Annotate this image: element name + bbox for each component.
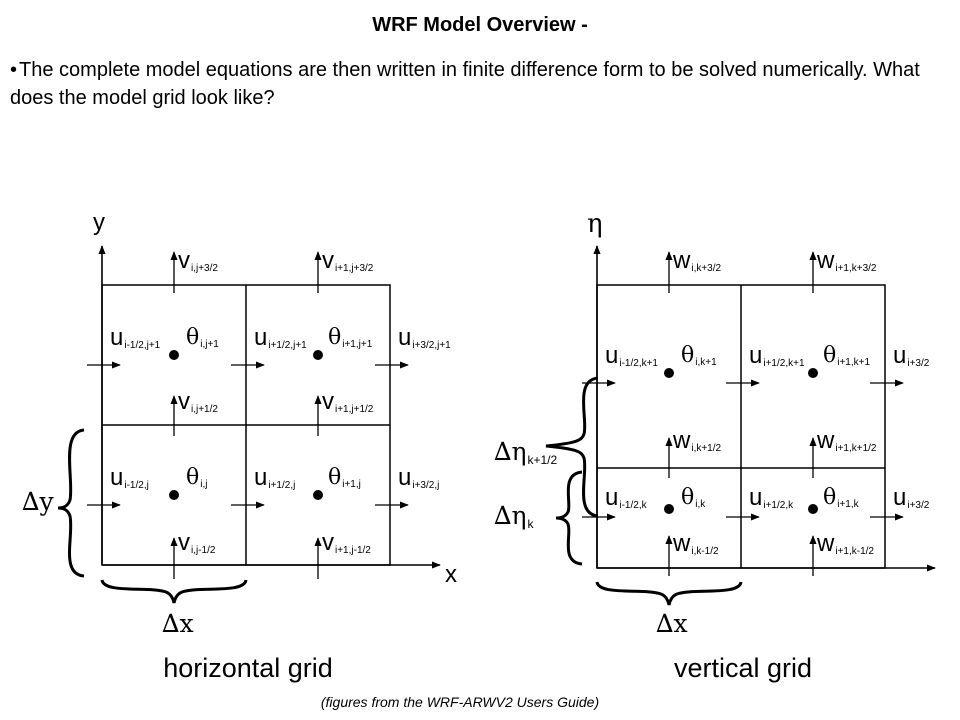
y-axis-label: y xyxy=(93,209,105,236)
var-label: θi,j xyxy=(186,465,207,490)
var-label: ui+1/2,j xyxy=(254,464,295,491)
eta-axis-label: η xyxy=(587,209,603,239)
var-label: vi+1,j+1/2 xyxy=(322,388,374,415)
var-label: ui+1/2,k+1 xyxy=(749,342,805,369)
dy-brace xyxy=(57,428,85,578)
vertical-grid-diagram: η wi,k+3/2 wi+1,k+3/2 ui-1/2,k+1 θi,k+1 … xyxy=(494,209,936,683)
var-label: ui+1/2,k xyxy=(749,484,794,511)
dy-label: ∆y xyxy=(22,487,54,516)
var-label: vi,j+3/2 xyxy=(178,247,218,274)
dx-brace xyxy=(100,579,248,604)
var-label: vi+1,j+3/2 xyxy=(322,247,374,274)
var-label: wi,k+1/2 xyxy=(672,427,722,454)
deta-k-brace xyxy=(555,470,583,566)
var-label: vi,j-1/2 xyxy=(178,529,216,556)
dx-label: ∆x xyxy=(656,609,688,638)
var-label: wi,k+3/2 xyxy=(672,247,722,274)
var-label: ui+1/2,j+1 xyxy=(254,324,307,351)
var-label: ui+3/2,j xyxy=(398,464,439,491)
figure-caption: (figures from the WRF-ARWV2 Users Guide) xyxy=(320,694,600,710)
horizontal-grid-diagram: y x vi,j+3/2 vi+1,j+3/2 ui-1/2,j+1 θi,j+… xyxy=(22,209,457,683)
var-label: ui+3/2 xyxy=(893,342,930,369)
theta-point xyxy=(169,490,179,500)
var-label: θi+1,k+1 xyxy=(823,343,870,368)
var-label: wi+1,k+1/2 xyxy=(816,427,877,454)
horizontal-grid-label: horizontal grid xyxy=(163,653,333,683)
deta-k12-label: ∆ηk+1/2 xyxy=(494,437,557,467)
bullet-point: •The complete model equations are then w… xyxy=(10,56,940,112)
var-label: θi,k+1 xyxy=(681,343,717,368)
var-label: θi,k xyxy=(681,485,706,510)
var-label: θi+1,k xyxy=(823,485,860,510)
bullet-marker: • xyxy=(10,59,18,81)
var-label: θi+1,j xyxy=(328,465,361,490)
vertical-grid-label: vertical grid xyxy=(674,653,812,683)
x-axis-label: x xyxy=(445,561,457,588)
deta-k-label: ∆ηk xyxy=(494,501,534,531)
var-label: vi+1,j-1/2 xyxy=(322,529,371,556)
bullet-text: The complete model equations are then wr… xyxy=(10,59,920,109)
var-label: θi,j+1 xyxy=(186,325,219,350)
theta-point xyxy=(664,504,674,514)
theta-point xyxy=(169,350,179,360)
var-label: vi,j+1/2 xyxy=(178,388,218,415)
theta-point xyxy=(313,350,323,360)
dx-label: ∆x xyxy=(162,609,194,638)
var-label: ui-1/2,k+1 xyxy=(605,342,658,369)
var-label: θi+1,j+1 xyxy=(328,325,373,350)
slide-title: WRF Model Overview - xyxy=(372,14,588,36)
dx-brace xyxy=(595,581,743,606)
var-label: ui+3/2,j+1 xyxy=(398,324,451,351)
theta-point xyxy=(808,368,818,378)
var-label: ui+3/2 xyxy=(893,484,930,511)
var-label: wi+1,k+3/2 xyxy=(816,247,877,274)
theta-point xyxy=(664,368,674,378)
var-label: ui-1/2,j xyxy=(110,464,149,491)
var-label: ui-1/2,k xyxy=(605,484,648,511)
var-label: ui-1/2,j+1 xyxy=(110,324,161,351)
theta-point xyxy=(313,490,323,500)
deta-k12-brace xyxy=(545,376,599,518)
var-label: wi+1,k-1/2 xyxy=(816,530,874,557)
theta-point xyxy=(808,504,818,514)
var-label: wi,k-1/2 xyxy=(672,530,719,557)
